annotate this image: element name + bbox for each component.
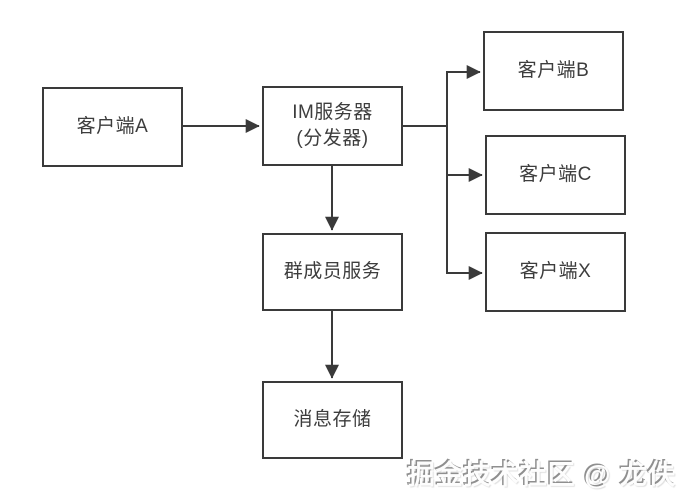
node-client-c: 客户端C xyxy=(485,135,626,215)
node-group-member-service-label: 群成员服务 xyxy=(283,261,382,283)
node-client-a-label: 客户端A xyxy=(76,116,149,138)
node-client-c-label: 客户端C xyxy=(519,164,592,186)
node-client-b-label: 客户端B xyxy=(517,60,590,82)
node-message-store-label: 消息存储 xyxy=(293,409,372,431)
node-message-store: 消息存储 xyxy=(262,381,403,459)
node-client-a: 客户端A xyxy=(42,87,183,167)
node-im-server-label-line2: (分发器) xyxy=(296,128,369,149)
node-im-server: IM服务器 (分发器) xyxy=(262,86,403,166)
node-client-b: 客户端B xyxy=(483,31,624,111)
node-group-member-service: 群成员服务 xyxy=(262,233,403,311)
node-client-x: 客户端X xyxy=(485,232,626,312)
node-client-x-label: 客户端X xyxy=(519,261,592,283)
watermark: 掘金技术社区 @ 龙佚 xyxy=(407,460,676,490)
node-im-server-label-line1: IM服务器 xyxy=(292,102,373,124)
